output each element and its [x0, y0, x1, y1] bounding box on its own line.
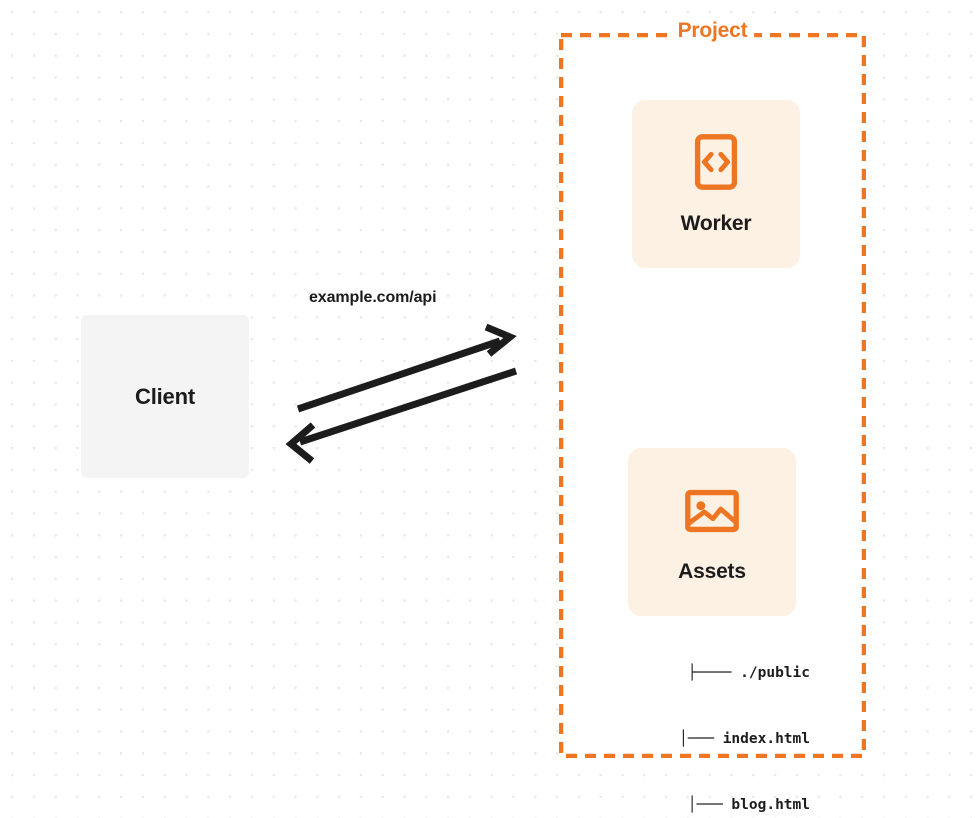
response-arrow [285, 367, 518, 464]
worker-card[interactable]: Worker [632, 100, 800, 268]
file-tree-row: │─── index.html [569, 728, 810, 750]
project-title: Project [670, 19, 755, 43]
assets-card[interactable]: Assets [628, 448, 796, 616]
file-tree-name: ./public [740, 665, 810, 681]
request-arrow [296, 323, 517, 413]
connection-label: example.com/api [309, 289, 437, 306]
file-tree-branch: │─── [687, 797, 723, 813]
client-node[interactable]: Client [81, 315, 249, 478]
file-tree-row: ├──── ./public [569, 662, 810, 684]
code-brackets-icon [694, 134, 738, 190]
file-tree-branch: ├──── [687, 665, 732, 681]
file-tree-name: index.html [722, 731, 810, 747]
worker-label: Worker [680, 212, 752, 235]
file-tree-row: │─── blog.html [569, 794, 810, 816]
file-tree-name: blog.html [731, 797, 810, 813]
file-tree-branch: │─── [679, 731, 714, 747]
project-group: Project Worker Assets ├──── ./public │──… [559, 19, 866, 813]
assets-label: Assets [678, 560, 746, 583]
client-label: Client [135, 383, 195, 409]
assets-file-tree: ├──── ./public │─── index.html │─── blog… [569, 618, 810, 818]
image-picture-icon [685, 489, 739, 533]
